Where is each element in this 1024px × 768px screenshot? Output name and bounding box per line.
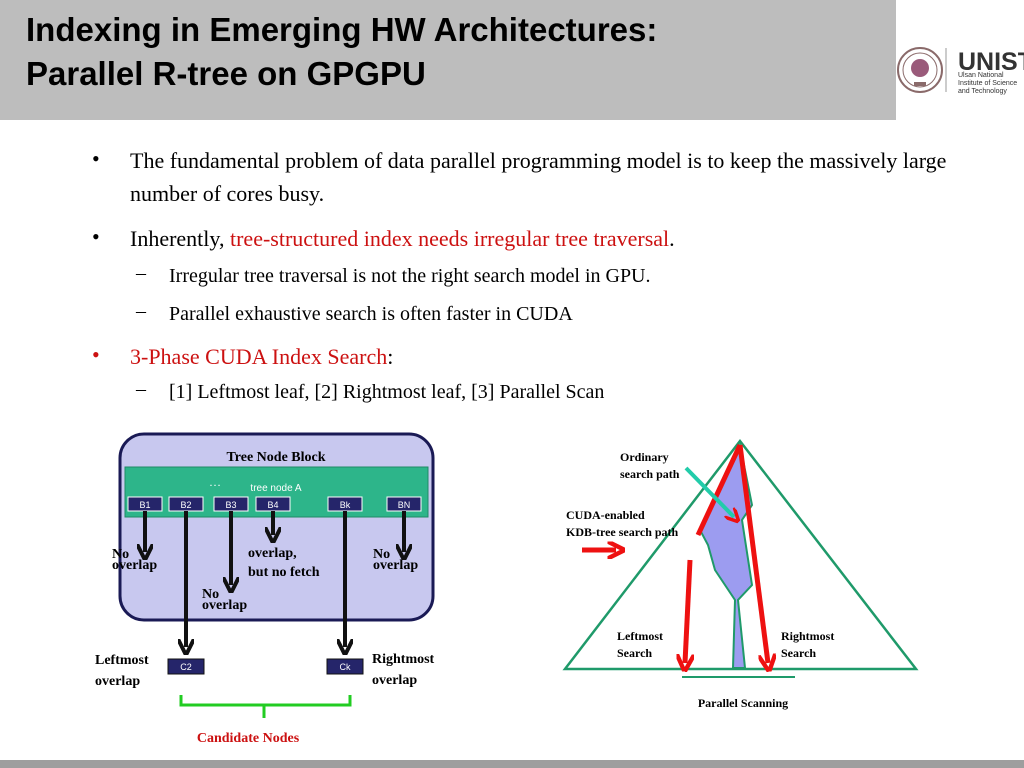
title-bar: Indexing in Emerging HW Architectures: P… bbox=[0, 0, 896, 120]
parallel-scanning-label: Parallel Scanning bbox=[698, 696, 788, 710]
bullet-3-suffix: : bbox=[387, 344, 394, 369]
cell-b3: B3 bbox=[225, 500, 236, 510]
candidate-c2 bbox=[167, 658, 205, 675]
no-overlap-3-b: overlap bbox=[373, 558, 418, 573]
bullet-marker: • bbox=[92, 146, 100, 171]
cuda-a: CUDA-enabled bbox=[566, 508, 645, 522]
overlap-no-fetch-b: but no fetch bbox=[248, 565, 320, 580]
leftmost-search-a: Leftmost bbox=[617, 629, 663, 643]
unist-subtitle: Ulsan National Institute of Science and … bbox=[958, 72, 1018, 95]
no-overlap-2-a: No bbox=[202, 587, 219, 602]
sub-bullet-2: Parallel exhaustive search is often fast… bbox=[169, 303, 573, 325]
ordinary-path-arrow bbox=[684, 466, 734, 517]
rightmost-search-b: Search bbox=[781, 646, 816, 660]
bullet-3-highlight: 3-Phase CUDA Index Search bbox=[130, 344, 388, 369]
red-search-arrows bbox=[582, 443, 768, 663]
rightmost-overlap-b: overlap bbox=[372, 673, 417, 688]
candidate-bracket bbox=[179, 695, 352, 718]
cell-bk: Bk bbox=[340, 500, 351, 510]
sub-bullet-1: Irregular tree traversal is not the righ… bbox=[169, 265, 651, 287]
unist-seal-icon bbox=[897, 47, 947, 93]
leftmost-overlap-a: Leftmost bbox=[95, 653, 149, 668]
unist-logo bbox=[896, 38, 1024, 102]
candidate-ck-label: Ck bbox=[340, 662, 351, 672]
cell-b4: B4 bbox=[267, 500, 278, 510]
ordinary-b: search path bbox=[620, 467, 680, 481]
no-overlap-3-a: No bbox=[373, 547, 390, 562]
slide-title: Indexing in Emerging HW Architectures: P… bbox=[26, 8, 657, 96]
fetch-arrows bbox=[145, 511, 404, 647]
node-label: tree node A bbox=[250, 483, 301, 494]
rightmost-search-a: Rightmost bbox=[781, 629, 834, 643]
node-dots: … bbox=[209, 475, 221, 489]
bullet-1: The fundamental problem of data parallel… bbox=[130, 148, 947, 206]
block-title: Tree Node Block bbox=[226, 450, 325, 465]
sub-bullet-marker: – bbox=[136, 300, 146, 322]
slide-title-line1: Indexing in Emerging HW Architectures: bbox=[26, 11, 658, 48]
unist-wordmark: UNIST bbox=[958, 48, 1024, 76]
cell-bn: BN bbox=[398, 500, 411, 510]
ordinary-a: Ordinary bbox=[620, 450, 669, 464]
candidate-ck bbox=[326, 658, 364, 675]
leftmost-overlap-b: overlap bbox=[95, 674, 140, 689]
cuda-search-path bbox=[698, 441, 754, 669]
candidate-c2-label: C2 bbox=[180, 662, 192, 672]
node-cells: B1 B2 B3 B4 Bk BN bbox=[127, 496, 422, 512]
sub-bullet-marker: – bbox=[136, 378, 146, 400]
no-overlap-1-a: No bbox=[112, 547, 129, 562]
no-overlap-2-b: overlap bbox=[202, 598, 247, 613]
bullet-marker: • bbox=[92, 224, 100, 249]
slide-title-line2: Parallel R-tree on GPGPU bbox=[26, 55, 426, 92]
overlap-no-fetch-a: overlap, bbox=[248, 546, 297, 561]
cell-b1: B1 bbox=[139, 500, 150, 510]
bullet-marker: • bbox=[92, 342, 100, 367]
bullet-2: Inherently, tree-structured index needs … bbox=[130, 222, 980, 255]
sub-bullet-3: [1] Leftmost leaf, [2] Rightmost leaf, [… bbox=[169, 381, 605, 403]
leftmost-search-b: Search bbox=[617, 646, 652, 660]
bullet-2-highlight: tree-structured index needs irregular tr… bbox=[229, 226, 670, 251]
footer-bar bbox=[0, 760, 1024, 768]
bullet-2-prefix: Inherently, bbox=[130, 226, 230, 251]
sub-bullet-marker: – bbox=[136, 262, 146, 284]
cuda-b: KDB-tree search path bbox=[566, 525, 679, 539]
no-overlap-1-b: overlap bbox=[112, 558, 157, 573]
candidate-nodes-label: Candidate Nodes bbox=[197, 731, 300, 746]
bullet-3: 3-Phase CUDA Index Search: bbox=[130, 340, 980, 373]
bullet-2-suffix: . bbox=[669, 226, 675, 251]
rightmost-overlap-a: Rightmost bbox=[372, 652, 435, 667]
cell-b2: B2 bbox=[180, 500, 191, 510]
